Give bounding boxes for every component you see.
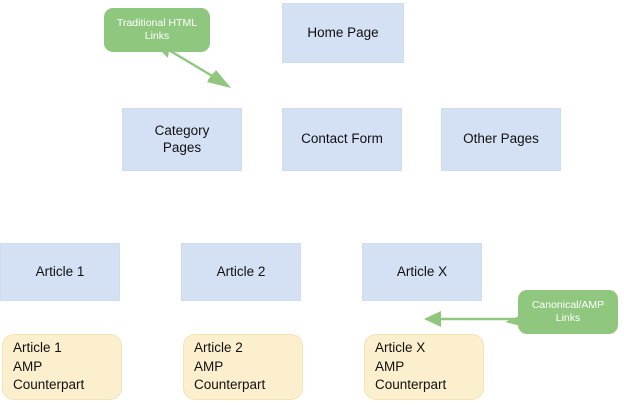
callout-line-1: Traditional HTML <box>116 16 198 29</box>
node-home-page-label: Home Page <box>307 24 379 40</box>
callout-canonical-amp-links[interactable]: Canonical/AMP Links <box>518 290 618 334</box>
amp-line-2: AMP <box>375 358 405 374</box>
node-article-x-amp-counterpart[interactable]: Article X AMP Counterpart <box>364 334 484 400</box>
amp-line-2: AMP <box>13 358 43 374</box>
amp-line-3: Counterpart <box>375 377 447 393</box>
callout-line-2: Links <box>144 30 170 42</box>
amp-line-1: Article 1 <box>13 340 62 356</box>
amp-line-1: Article 2 <box>194 340 243 356</box>
node-article-2-amp-counterpart[interactable]: Article 2 AMP Counterpart <box>183 334 303 400</box>
node-contact-form-label: Contact Form <box>301 131 383 147</box>
node-category-pages-line-1: Category <box>154 123 210 139</box>
node-category-pages-line-2: Pages <box>162 139 202 155</box>
node-article-1-label: Article 1 <box>35 263 85 279</box>
callout-line-2: Links <box>555 312 581 324</box>
amp-line-3: Counterpart <box>13 377 85 393</box>
node-home-page[interactable]: Home Page <box>282 3 404 63</box>
callout-traditional-html-links[interactable]: Traditional HTML Links <box>104 8 210 52</box>
amp-line-1: Article X <box>375 340 426 356</box>
amp-line-2: AMP <box>194 358 224 374</box>
node-article-1-amp-counterpart[interactable]: Article 1 AMP Counterpart <box>2 334 122 400</box>
callout-line-1: Canonical/AMP <box>531 298 605 311</box>
node-article-2-label: Article 2 <box>216 263 266 279</box>
node-article-x-label: Article X <box>396 263 448 279</box>
node-article-1[interactable]: Article 1 <box>0 243 120 301</box>
node-article-x[interactable]: Article X <box>362 243 482 301</box>
node-contact-form[interactable]: Contact Form <box>282 108 402 171</box>
node-other-pages[interactable]: Other Pages <box>441 108 561 171</box>
node-article-2[interactable]: Article 2 <box>181 243 301 301</box>
node-other-pages-label: Other Pages <box>463 131 539 147</box>
amp-line-3: Counterpart <box>194 377 266 393</box>
node-category-pages[interactable]: Category Pages <box>122 108 242 171</box>
